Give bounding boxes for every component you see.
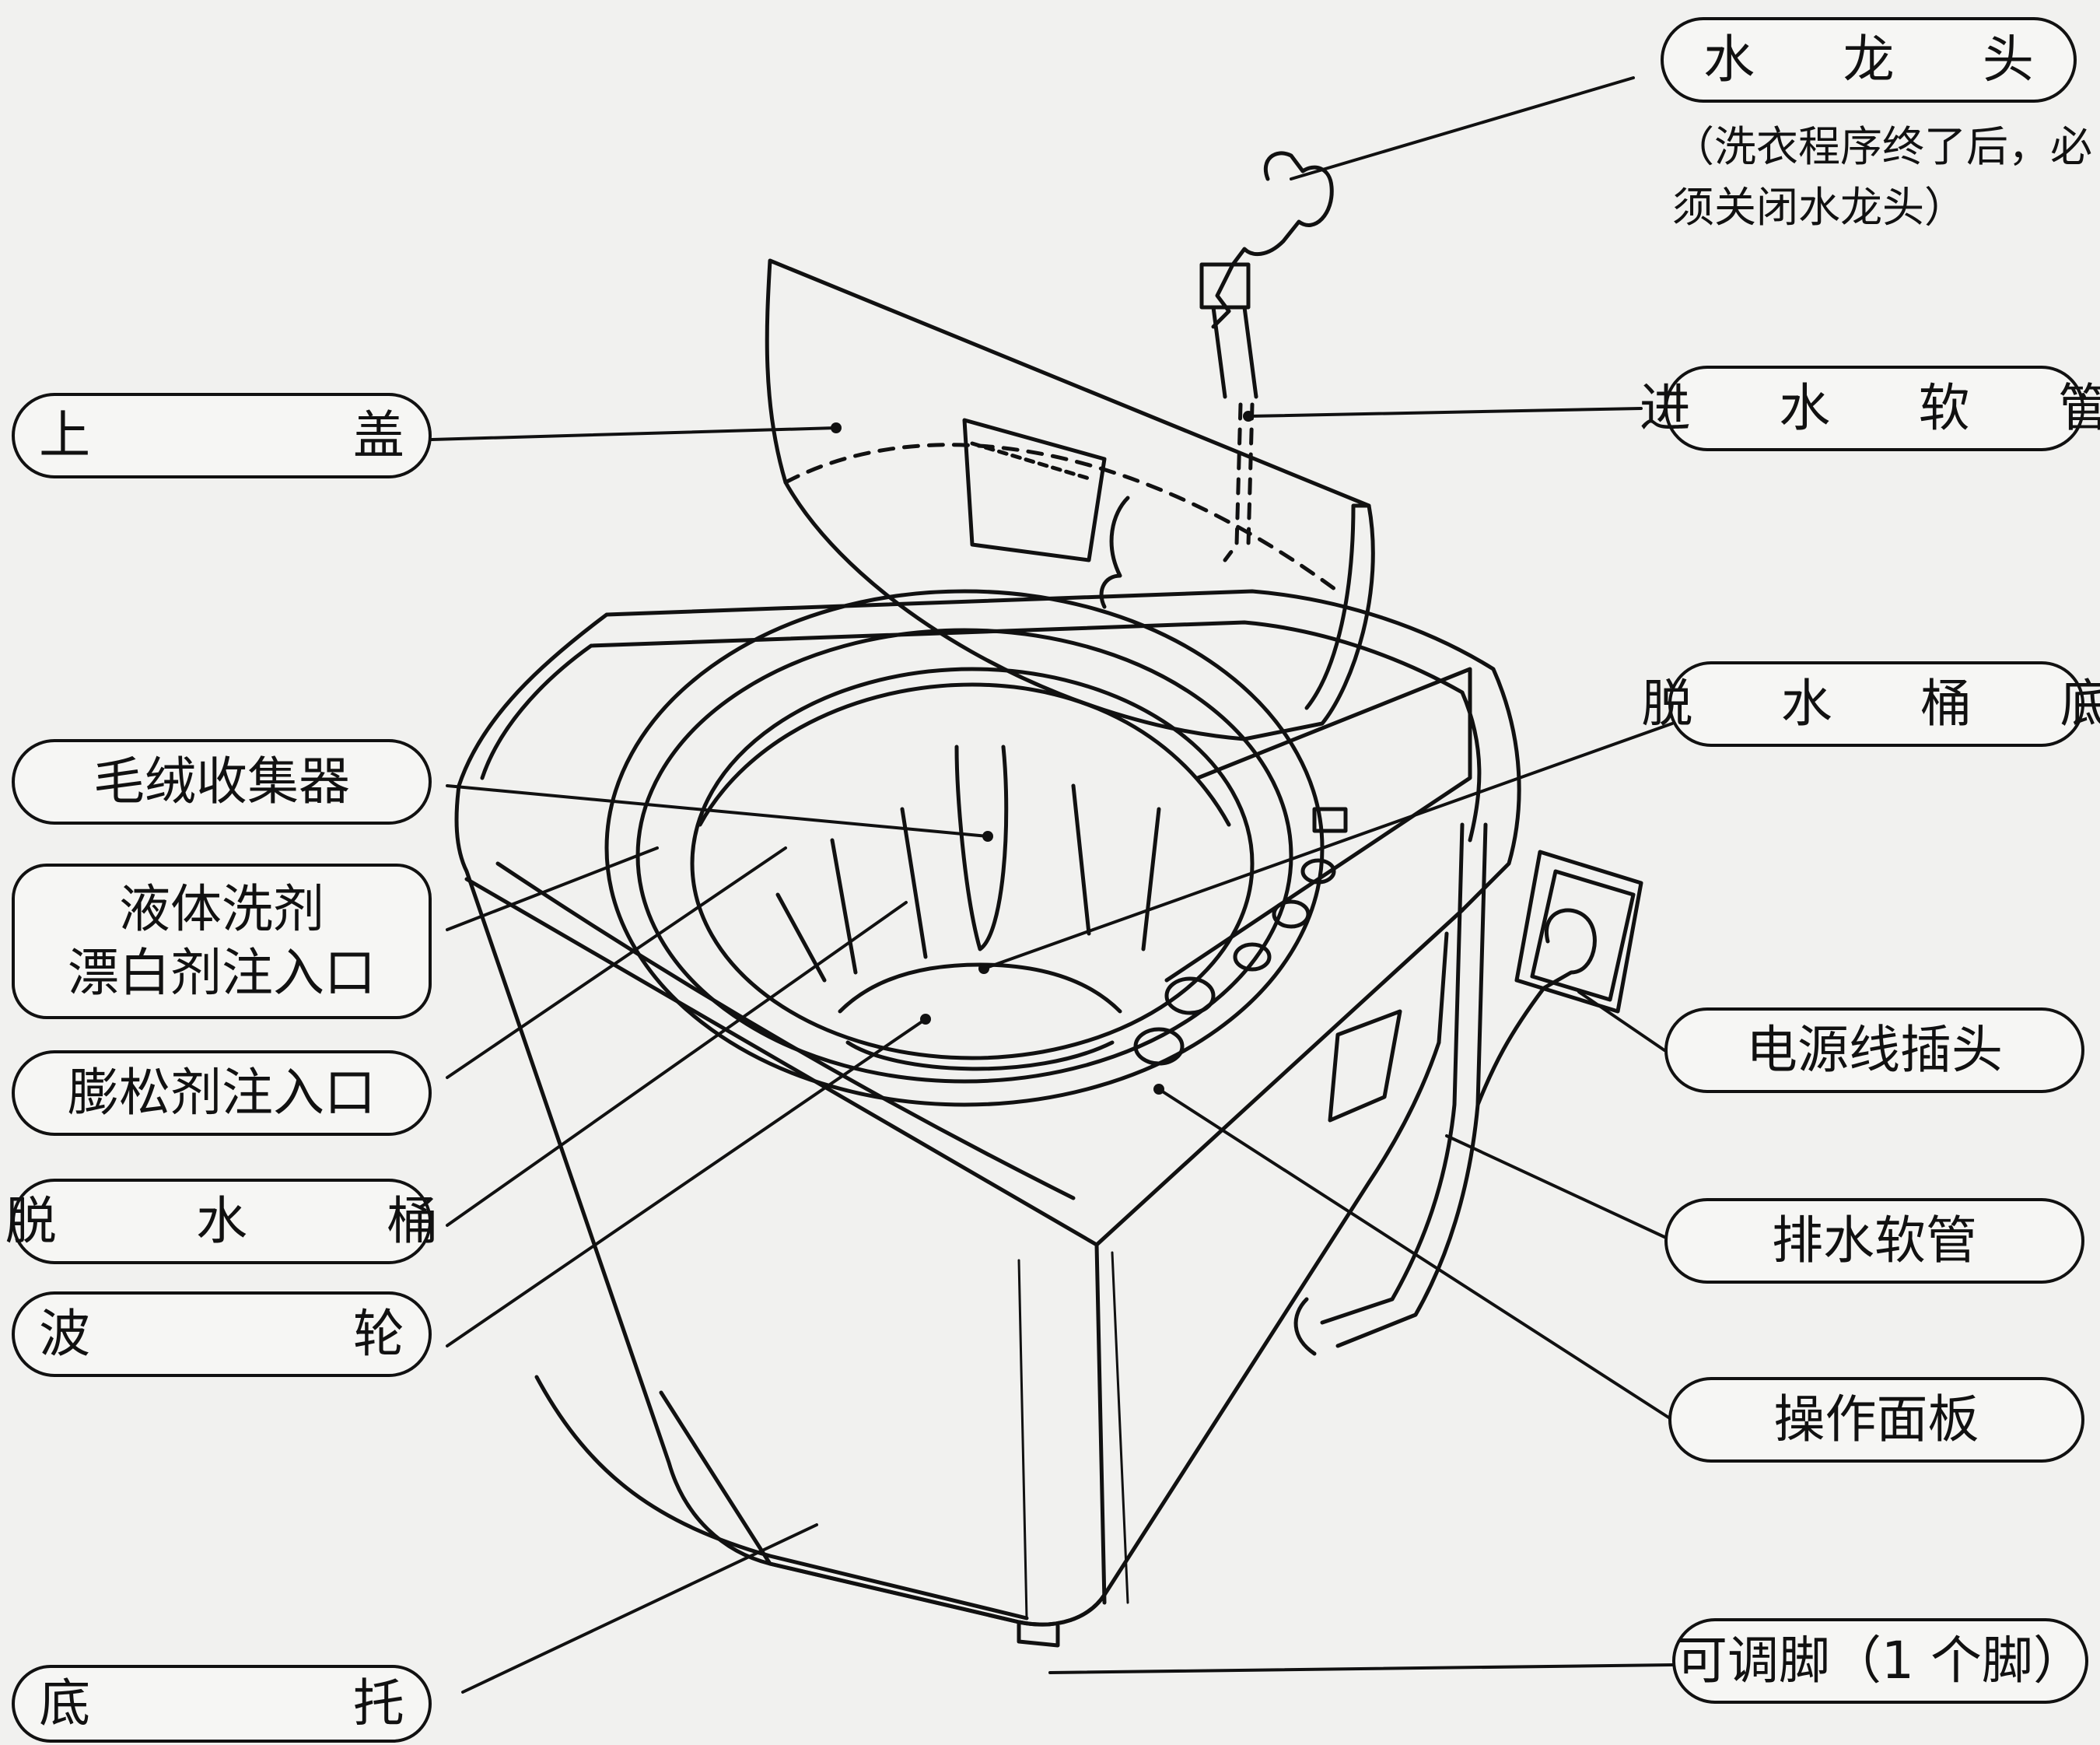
top-deck: [457, 589, 1521, 1247]
top-lid-label: 上 盖: [12, 393, 432, 478]
faucet-label: 水 龙 头: [1661, 17, 2077, 103]
inlet-hose-label-text: 进 水 软 管: [1639, 377, 2100, 438]
softener-inlet-label: 膨松剂注入口: [12, 1050, 432, 1136]
liquid-detergent-label-line-1: 液体洗剂: [119, 878, 324, 939]
control-panel-label: 操作面板: [1668, 1377, 2084, 1463]
spin-tub-label: 脱 水 桶: [5, 1179, 438, 1264]
faucet: [1099, 151, 1334, 609]
lint-collector-label-text: 毛绒收集器: [93, 751, 350, 811]
adjustable-foot-label: 可调脚（1 个脚）: [1672, 1618, 2088, 1704]
lint-collector-label: 毛绒收集器: [12, 739, 432, 825]
spin-tub-label-text: 脱 水 桶: [5, 1190, 500, 1251]
drain-hose-drawing: [1293, 822, 1488, 1356]
power-plug-label: 电源线插头: [1664, 1007, 2084, 1093]
drain-hose-label: 排水软管: [1664, 1198, 2084, 1284]
power-plug-label-text: 电源线插头: [1746, 1019, 2003, 1080]
base-label-text: 底 托: [39, 1673, 528, 1733]
top-lid-label-text: 上 盖: [39, 405, 528, 465]
base-drawing: [659, 1390, 1107, 1648]
spin-tub-bottom-label-text: 脱 水 桶 底: [1641, 673, 2100, 734]
inlet-hose-label: 进 水 软 管: [1640, 366, 2100, 451]
pulsator-label: 波 轮: [12, 1291, 432, 1377]
cabinet: [454, 783, 1449, 1627]
base-label: 底 托: [12, 1665, 432, 1743]
faucet-note: （洗衣程序终了后，必 须关闭水龙头）: [1672, 117, 2092, 239]
power-socket: [1475, 850, 1643, 1107]
drum: [604, 589, 1325, 1107]
faucet-note-line-1: （洗衣程序终了后，必: [1672, 122, 2092, 171]
adjustable-foot-label-text: 可调脚（1 个脚）: [1676, 1630, 2084, 1691]
control-panel-label-text: 操作面板: [1773, 1389, 1979, 1449]
faucet-label-text: 水 龙 头: [1703, 29, 2070, 89]
softener-inlet-label-text: 膨松剂注入口: [68, 1062, 376, 1123]
lid: [765, 258, 1375, 741]
control-panel: [1133, 667, 1472, 1123]
faucet-note-line-2: 须关闭水龙头）: [1672, 183, 1966, 233]
drain-hose-label-text: 排水软管: [1772, 1210, 1977, 1270]
leader-lines: [430, 76, 1674, 1694]
spin-tub-bottom-label: 脱 水 桶 底: [1641, 661, 2100, 747]
liquid-detergent-label-line-2: 漂白剂注入口: [68, 943, 376, 1003]
pulsator-label-text: 波 轮: [39, 1303, 528, 1364]
liquid-detergent-label: 液体洗剂 漂白剂注入口: [12, 864, 432, 1019]
